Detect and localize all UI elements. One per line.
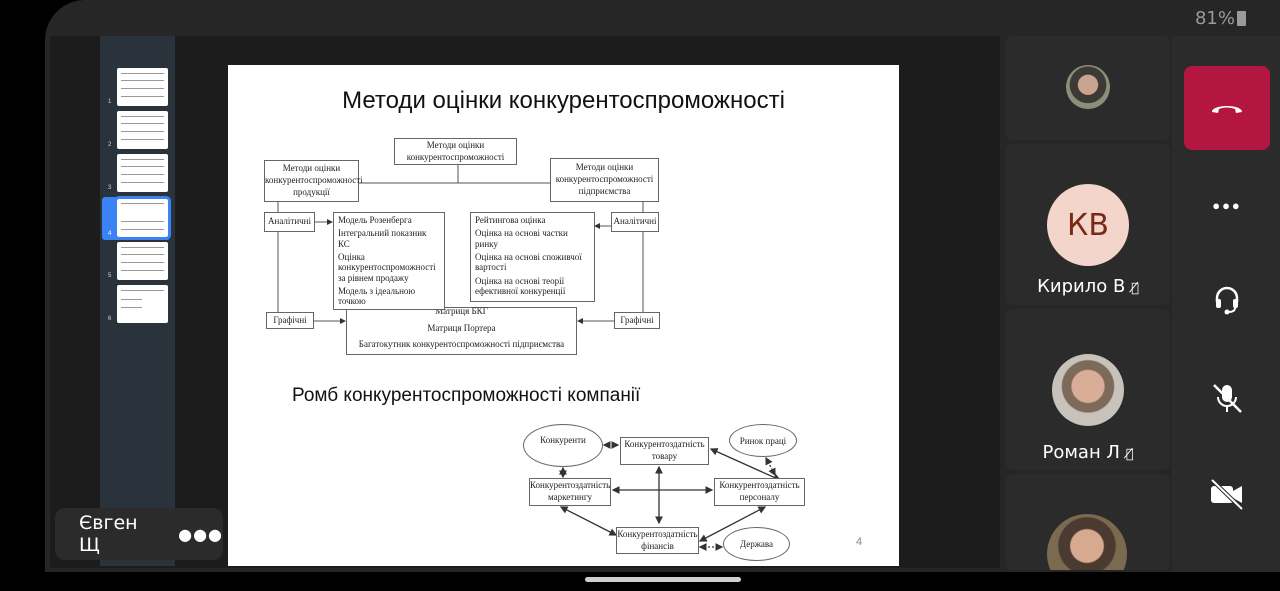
presenter-label[interactable]: Євген Щ ●●● bbox=[55, 508, 223, 560]
slide-number: 2 bbox=[108, 142, 112, 148]
participant-tile[interactable] bbox=[1006, 474, 1170, 570]
right-methods-list: Рейтингова оцінка Оцінка на основі частк… bbox=[470, 212, 595, 302]
more-icon: ●●● bbox=[1212, 197, 1242, 213]
diagram-connectors bbox=[277, 165, 782, 551]
graphic-left-box: Графічні bbox=[266, 312, 314, 329]
list-item: Оцінка конкурентоспроможності за рівнем … bbox=[338, 252, 436, 283]
list-item: Матриця Портера bbox=[427, 322, 496, 333]
participant-name: Роман Л 🎙̸ bbox=[1006, 442, 1170, 463]
graphic-methods-list: Матриця БКГ Матриця Портера Багатокутник… bbox=[346, 305, 577, 355]
slide-thumbnail-1[interactable] bbox=[117, 68, 168, 106]
participant-name: Кирило В 🎙̸ bbox=[1006, 276, 1170, 297]
mic-muted-icon: 🎙̸ bbox=[1125, 447, 1134, 462]
slide-number: 4 bbox=[108, 231, 112, 237]
participant-tile[interactable]: Роман Л 🎙̸ bbox=[1006, 309, 1170, 470]
list-item: Багатокутник конкурентоспроможності підп… bbox=[358, 339, 565, 350]
list-item: Матриця БКГ bbox=[435, 305, 488, 316]
mute-button[interactable] bbox=[1184, 368, 1270, 428]
slide-thumbnail-6[interactable] bbox=[117, 285, 168, 323]
audio-device-button[interactable] bbox=[1184, 270, 1270, 330]
slide-thumbnail-4[interactable] bbox=[114, 196, 171, 240]
list-item: Оцінка на основі теорії ефективної конку… bbox=[475, 275, 566, 297]
analytic-right-box: Аналітичні bbox=[611, 212, 659, 232]
list-item: Модель з ідеальною точкою bbox=[338, 286, 416, 307]
hang-up-button[interactable] bbox=[1184, 66, 1270, 150]
camera-off-icon bbox=[1210, 478, 1244, 510]
list-item: Інтегральний показник КС bbox=[338, 228, 427, 249]
mic-muted-icon: 🎙̸ bbox=[1131, 281, 1139, 296]
list-item: Оцінка на основі частки ринку bbox=[475, 228, 568, 249]
participant-avatar bbox=[1047, 514, 1127, 570]
participant-tile[interactable]: КВ Кирило В 🎙̸ bbox=[1006, 144, 1170, 305]
slide-number: 6 bbox=[108, 316, 112, 322]
slide-thumbnail-2[interactable] bbox=[117, 111, 168, 149]
slide-thumbnail-5[interactable] bbox=[117, 242, 168, 280]
slide-subtitle: Ромб конкурентоспроможності компанії bbox=[292, 385, 641, 406]
labor-market-ellipse: Ринок праці bbox=[729, 424, 797, 457]
tree-products-box: Методи оцінки конкурентоспроможності про… bbox=[264, 160, 363, 202]
more-options-button[interactable]: ●●● bbox=[1184, 175, 1270, 235]
slide-thumbnails[interactable]: 1 2 3 4 5 6 bbox=[100, 36, 175, 566]
presenter-name: Євген Щ bbox=[79, 512, 138, 556]
participant-name-text: Кирило В bbox=[1037, 276, 1126, 297]
slide-number: 1 bbox=[108, 99, 112, 105]
slide-number: 5 bbox=[108, 273, 112, 279]
more-icon[interactable]: ●●● bbox=[178, 524, 223, 544]
graphic-right-box: Графічні bbox=[614, 312, 660, 329]
battery-percent: 81% bbox=[1194, 8, 1235, 29]
participant-name-text: Роман Л bbox=[1042, 442, 1120, 463]
personnel-box: Конкурентоздатність персоналу bbox=[714, 478, 805, 506]
product-box: Конкурентоздатність товару bbox=[620, 437, 709, 465]
participant-avatar bbox=[1066, 65, 1110, 109]
participant-avatar bbox=[1052, 354, 1124, 426]
battery-icon bbox=[1237, 11, 1246, 26]
list-item: Рейтингова оцінка bbox=[475, 215, 546, 225]
phone-hangup-icon bbox=[1212, 106, 1242, 113]
slide-title: Методи оцінки конкурентоспроможності bbox=[342, 87, 785, 114]
mic-off-icon bbox=[1213, 384, 1242, 413]
state-ellipse: Держава bbox=[723, 527, 790, 561]
slide-thumbnail-3[interactable] bbox=[117, 154, 168, 192]
slide-number: 3 bbox=[108, 185, 112, 191]
marketing-box: Конкурентоздатність маркетингу bbox=[529, 478, 611, 506]
list-item: Модель Розенберга bbox=[338, 215, 412, 225]
participant-tile[interactable] bbox=[1006, 36, 1170, 140]
competitors-ellipse: Конкуренти bbox=[523, 424, 603, 467]
left-methods-list: Модель Розенберга Інтегральний показник … bbox=[333, 212, 445, 310]
analytic-left-box: Аналітичні bbox=[264, 212, 315, 232]
participant-avatar: КВ bbox=[1047, 184, 1129, 266]
list-item: Оцінка на основі споживчої вартості bbox=[475, 252, 582, 273]
battery-status: 81% bbox=[1195, 8, 1246, 29]
camera-button[interactable] bbox=[1184, 464, 1270, 524]
slide-page-number: 4 bbox=[856, 536, 863, 548]
tree-root-box: Методи оцінки конкурентоспроможності bbox=[394, 138, 517, 165]
presentation-slide: Методи оцінки конкурентоспроможності Мет… bbox=[228, 65, 899, 566]
headset-icon bbox=[1215, 286, 1239, 315]
tree-enterprise-box: Методи оцінки конкурентоспроможності під… bbox=[550, 158, 659, 202]
home-indicator[interactable] bbox=[585, 577, 741, 582]
finance-box: Конкурентоздатність фінансів bbox=[616, 527, 699, 554]
